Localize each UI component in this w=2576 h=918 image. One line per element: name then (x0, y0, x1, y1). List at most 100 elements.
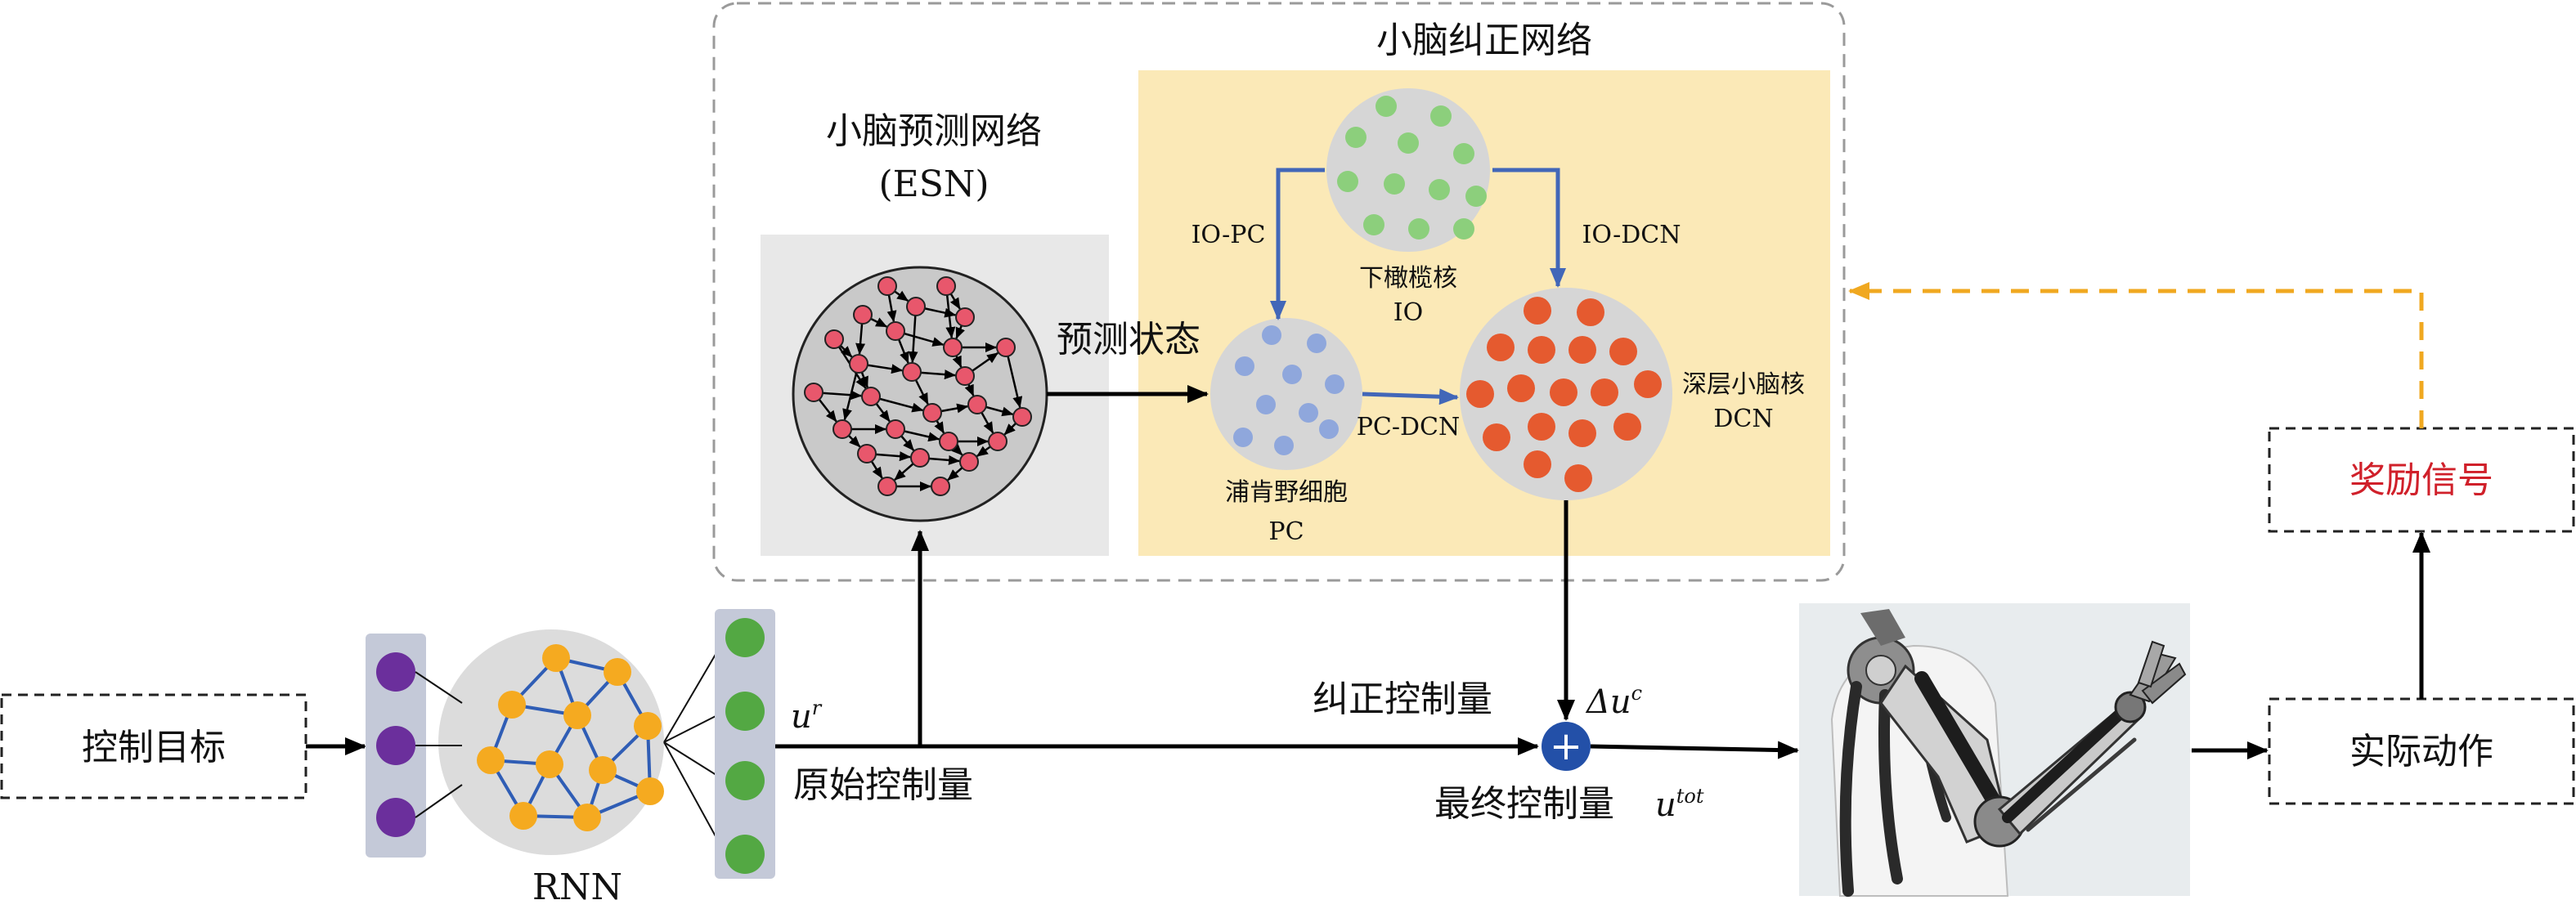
adder-symbol: + (1550, 723, 1582, 769)
esn-node (886, 419, 905, 439)
esn-node (861, 387, 881, 406)
esn-node (804, 383, 824, 402)
esn-node (877, 477, 897, 496)
esn-node (955, 307, 975, 327)
esn-node (967, 395, 987, 414)
pc-node (1256, 395, 1276, 414)
input-link (415, 784, 463, 818)
io-node (1430, 105, 1452, 127)
reward-signal-label: 奖励信号 (2349, 459, 2493, 501)
esn-node (943, 338, 963, 357)
esn-node (857, 444, 877, 463)
actual-action-label: 实际动作 (2349, 731, 2493, 772)
final-control-label: 最终控制量 (1434, 783, 1614, 825)
esn-node (959, 452, 979, 472)
rnn-node (509, 802, 537, 830)
esn-node (886, 321, 905, 341)
robot-arm-image (1799, 603, 2190, 897)
esn-node (936, 276, 956, 296)
esn-node (939, 432, 958, 451)
io-node (1398, 132, 1419, 154)
control-target-label: 控制目标 (82, 727, 226, 768)
dcn-node (1507, 374, 1535, 402)
rnn-label: RNN (532, 867, 622, 908)
rnn-node (498, 691, 526, 719)
dcn-node (1591, 378, 1618, 406)
dcn-node (1483, 423, 1510, 451)
pc-label-en: PC (1268, 517, 1304, 546)
esn-node (906, 297, 926, 316)
adder-to-arm-arrow (1590, 741, 1799, 759)
reward-feedback-arrow (1848, 282, 2424, 428)
correction-control-symbol: Δuc (1585, 682, 1642, 721)
io-pc-label: IO-PC (1192, 221, 1266, 249)
esn-node (902, 362, 922, 382)
actual-action-box (2268, 697, 2575, 805)
dcn-node (1564, 464, 1592, 492)
dcn-node (1524, 297, 1551, 325)
correction-control-label: 纠正控制量 (1313, 678, 1492, 720)
output-node (725, 618, 765, 657)
rnn-node (563, 701, 591, 729)
io-dcn-label: IO-DCN (1582, 221, 1681, 249)
dcn-nodes (1466, 297, 1662, 492)
pc-dcn-label: PC-DCN (1357, 413, 1461, 441)
pc-node (1319, 419, 1339, 439)
dcn-node (1528, 336, 1555, 364)
rnn-node (589, 756, 617, 784)
pc-node (1233, 428, 1253, 447)
prediction-network-subtitle: (ESN) (878, 163, 989, 205)
esn-node (955, 366, 975, 386)
predicted-state-label: 预测状态 (1057, 319, 1200, 360)
pc-nodes (1233, 325, 1344, 455)
esn-node (824, 329, 844, 349)
io-circle (1326, 88, 1490, 252)
dcn-node (1568, 336, 1596, 364)
io-label-cn: 下橄榄核 (1359, 264, 1457, 293)
adder-circle (1542, 722, 1591, 771)
input-node (376, 652, 415, 692)
final-control-symbol: utot (1655, 785, 1704, 824)
pc-node (1235, 356, 1254, 376)
cerebellum-group-frame (712, 2, 1846, 582)
correction-network-title: 小脑纠正网络 (1376, 20, 1592, 61)
io-pc-arrow (1270, 168, 1325, 320)
rnn-input-nodes (376, 652, 415, 837)
rnn-node (477, 746, 505, 774)
io-node (1384, 173, 1405, 195)
output-node (725, 835, 765, 874)
io-node (1408, 218, 1429, 240)
rnn-node (634, 712, 662, 740)
io-dcn-arrow (1492, 168, 1566, 288)
dcn-node (1524, 450, 1551, 478)
pc-node (1307, 334, 1326, 353)
io-node (1429, 179, 1450, 200)
dcn-label-en: DCN (1713, 405, 1773, 433)
io-label-en: IO (1393, 298, 1423, 327)
esn-nodes (804, 276, 1032, 496)
rnn-node (573, 804, 601, 831)
input-node (376, 798, 415, 837)
input-link (415, 671, 463, 704)
esn-node (853, 305, 873, 325)
rnn-node (536, 750, 563, 778)
esn-node (849, 354, 868, 374)
io-node (1376, 96, 1397, 117)
rnn-node (604, 658, 631, 686)
pc-node (1299, 403, 1318, 423)
pc-node (1274, 436, 1294, 455)
rnn-output-layer (715, 609, 775, 879)
dcn-node (1550, 378, 1577, 406)
pc-label-cn: 浦肯野细胞 (1225, 478, 1348, 507)
dcn-node (1528, 413, 1555, 441)
raw-control-label: 原始控制量 (793, 764, 973, 806)
dcn-node (1577, 298, 1604, 326)
esn-edge (1004, 347, 1023, 409)
io-node (1345, 127, 1367, 148)
io-node (1363, 214, 1384, 235)
prediction-network-title: 小脑预测网络 (826, 110, 1042, 152)
input-node (376, 726, 415, 765)
rnn-node (542, 644, 570, 672)
